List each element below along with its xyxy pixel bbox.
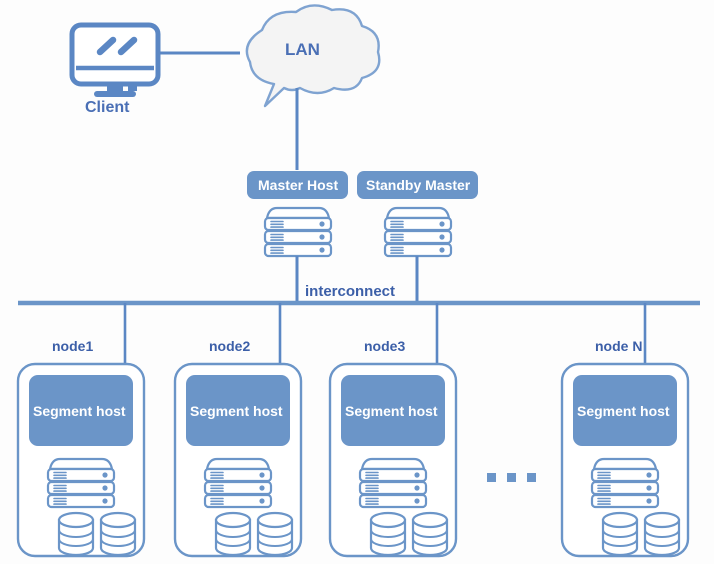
segment-host-label-nodeN: Segment host	[577, 403, 670, 419]
database-cylinder-icon	[214, 511, 252, 557]
database-cylinder-icon	[643, 511, 681, 557]
node-card-node3	[328, 362, 458, 558]
segment-host-label-node3: Segment host	[345, 403, 438, 419]
ellipsis-dots	[487, 473, 536, 482]
database-cylinder-icon	[57, 511, 95, 557]
segment-server-icon	[203, 457, 273, 509]
segment-host-label-node1: Segment host	[33, 403, 126, 419]
database-cylinder-icon	[369, 511, 407, 557]
segment-host-label-node2: Segment host	[190, 403, 283, 419]
segment-host-box	[186, 375, 290, 446]
standby-master-label: Standby Master	[366, 177, 471, 193]
segment-host-box	[341, 375, 445, 446]
desktop-monitor-icon	[69, 22, 161, 97]
client-label: Client	[85, 99, 130, 116]
cloud-icon	[245, 4, 381, 108]
node-label-node3: node3	[364, 338, 406, 354]
segment-server-icon	[590, 457, 660, 509]
segment-host-box	[29, 375, 133, 446]
standby-master-label-box	[357, 171, 478, 199]
segment-host-box	[573, 375, 677, 446]
master-host-label-box	[247, 171, 348, 199]
node-card-nodeN	[560, 362, 690, 558]
database-cylinder-icon	[411, 511, 449, 557]
database-cylinder-icon	[256, 511, 294, 557]
segment-server-icon	[46, 457, 116, 509]
node-label-node2: node2	[209, 338, 251, 354]
lan-label: LAN	[285, 40, 320, 59]
node-card-node1	[16, 362, 146, 558]
database-cylinder-icon	[99, 511, 137, 557]
segment-server-icon	[358, 457, 428, 509]
master-host-server-icon	[263, 206, 333, 258]
node-label-node1: node1	[52, 338, 94, 354]
interconnect-label: interconnect	[305, 283, 396, 300]
standby-master-server-icon	[383, 206, 453, 258]
node-card-node2	[173, 362, 303, 558]
master-host-label: Master Host	[258, 177, 339, 193]
database-cylinder-icon	[601, 511, 639, 557]
node-label-nodeN: node N	[595, 338, 643, 354]
